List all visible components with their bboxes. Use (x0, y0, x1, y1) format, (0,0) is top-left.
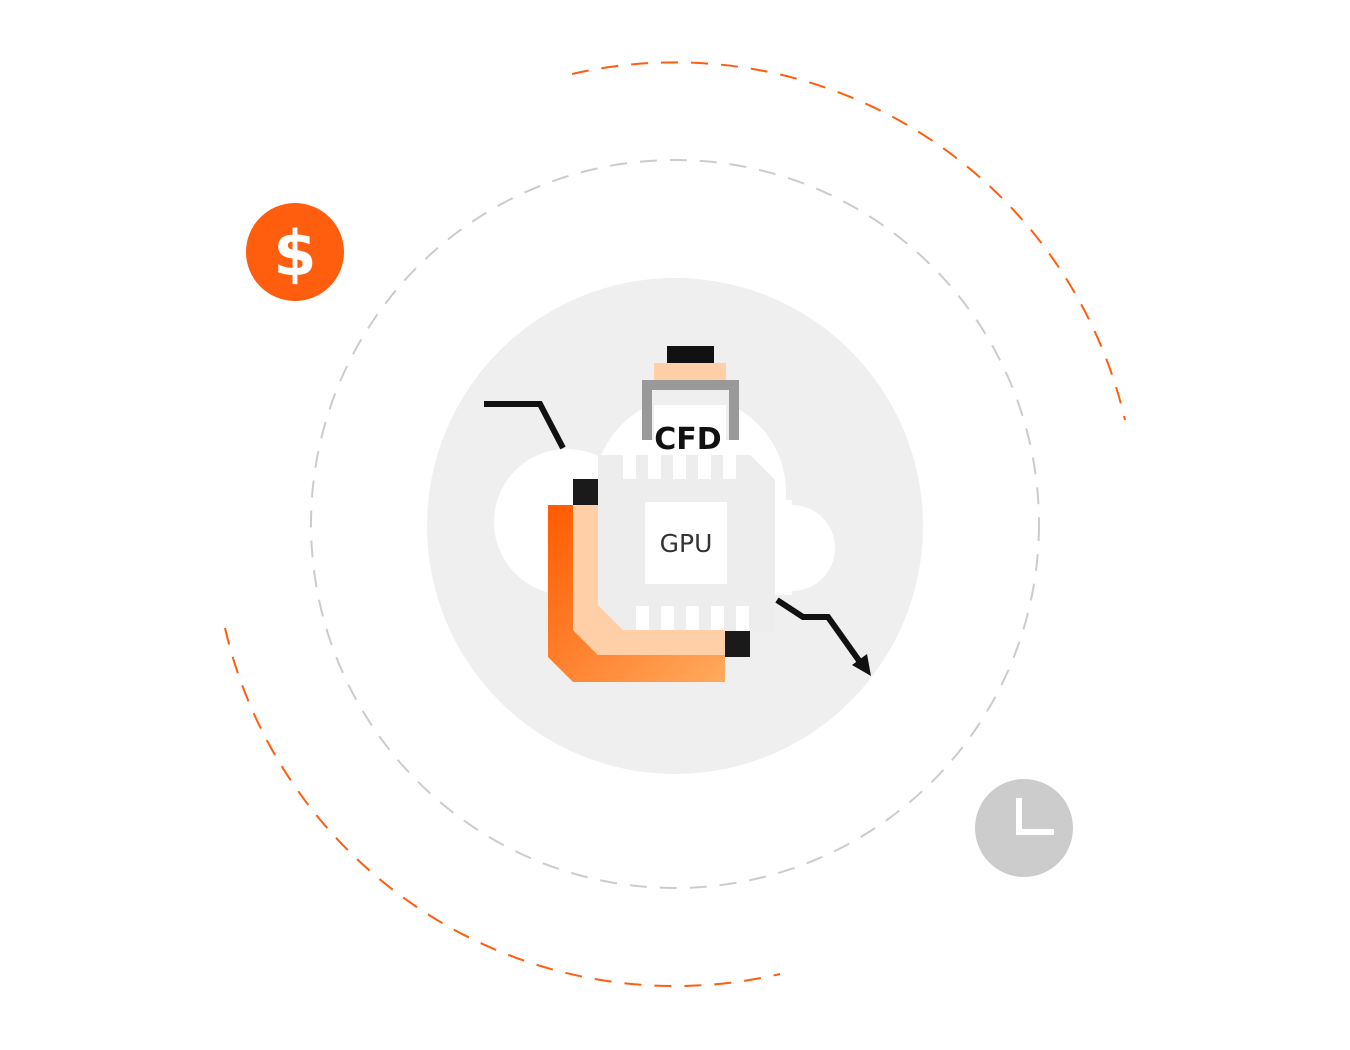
cfd-label: CFD (654, 422, 721, 457)
connector-collar (654, 363, 726, 380)
cooling-pipe-inner (573, 505, 725, 655)
gpu-chip-pins-top (623, 455, 736, 479)
cooling-pipe-outer (548, 505, 725, 682)
gpu-label: GPU (660, 529, 713, 558)
dollar-badge: $ (246, 203, 344, 301)
clock-icon (1016, 798, 1054, 835)
trend-line-left (484, 401, 566, 450)
clock-badge-circle (975, 779, 1073, 877)
outer-orange-arc-bottom-left (224, 627, 781, 988)
arrow-head-icon (852, 654, 871, 676)
pipe-cap-top (573, 479, 598, 505)
pipe-cap-right (725, 631, 750, 657)
dollar-icon: $ (273, 217, 316, 290)
dollar-badge-circle (246, 203, 344, 301)
clock-badge (975, 779, 1073, 877)
cloud-top-fill (654, 405, 726, 455)
connector-cap (667, 346, 714, 363)
middle-gray-dashed-ring (310, 159, 1040, 889)
gpu-die (645, 502, 727, 584)
gpu-chip-pins-bottom (636, 606, 749, 632)
outer-orange-arc-top-right (571, 61, 1126, 421)
trend-line-right-arrow (775, 597, 863, 664)
